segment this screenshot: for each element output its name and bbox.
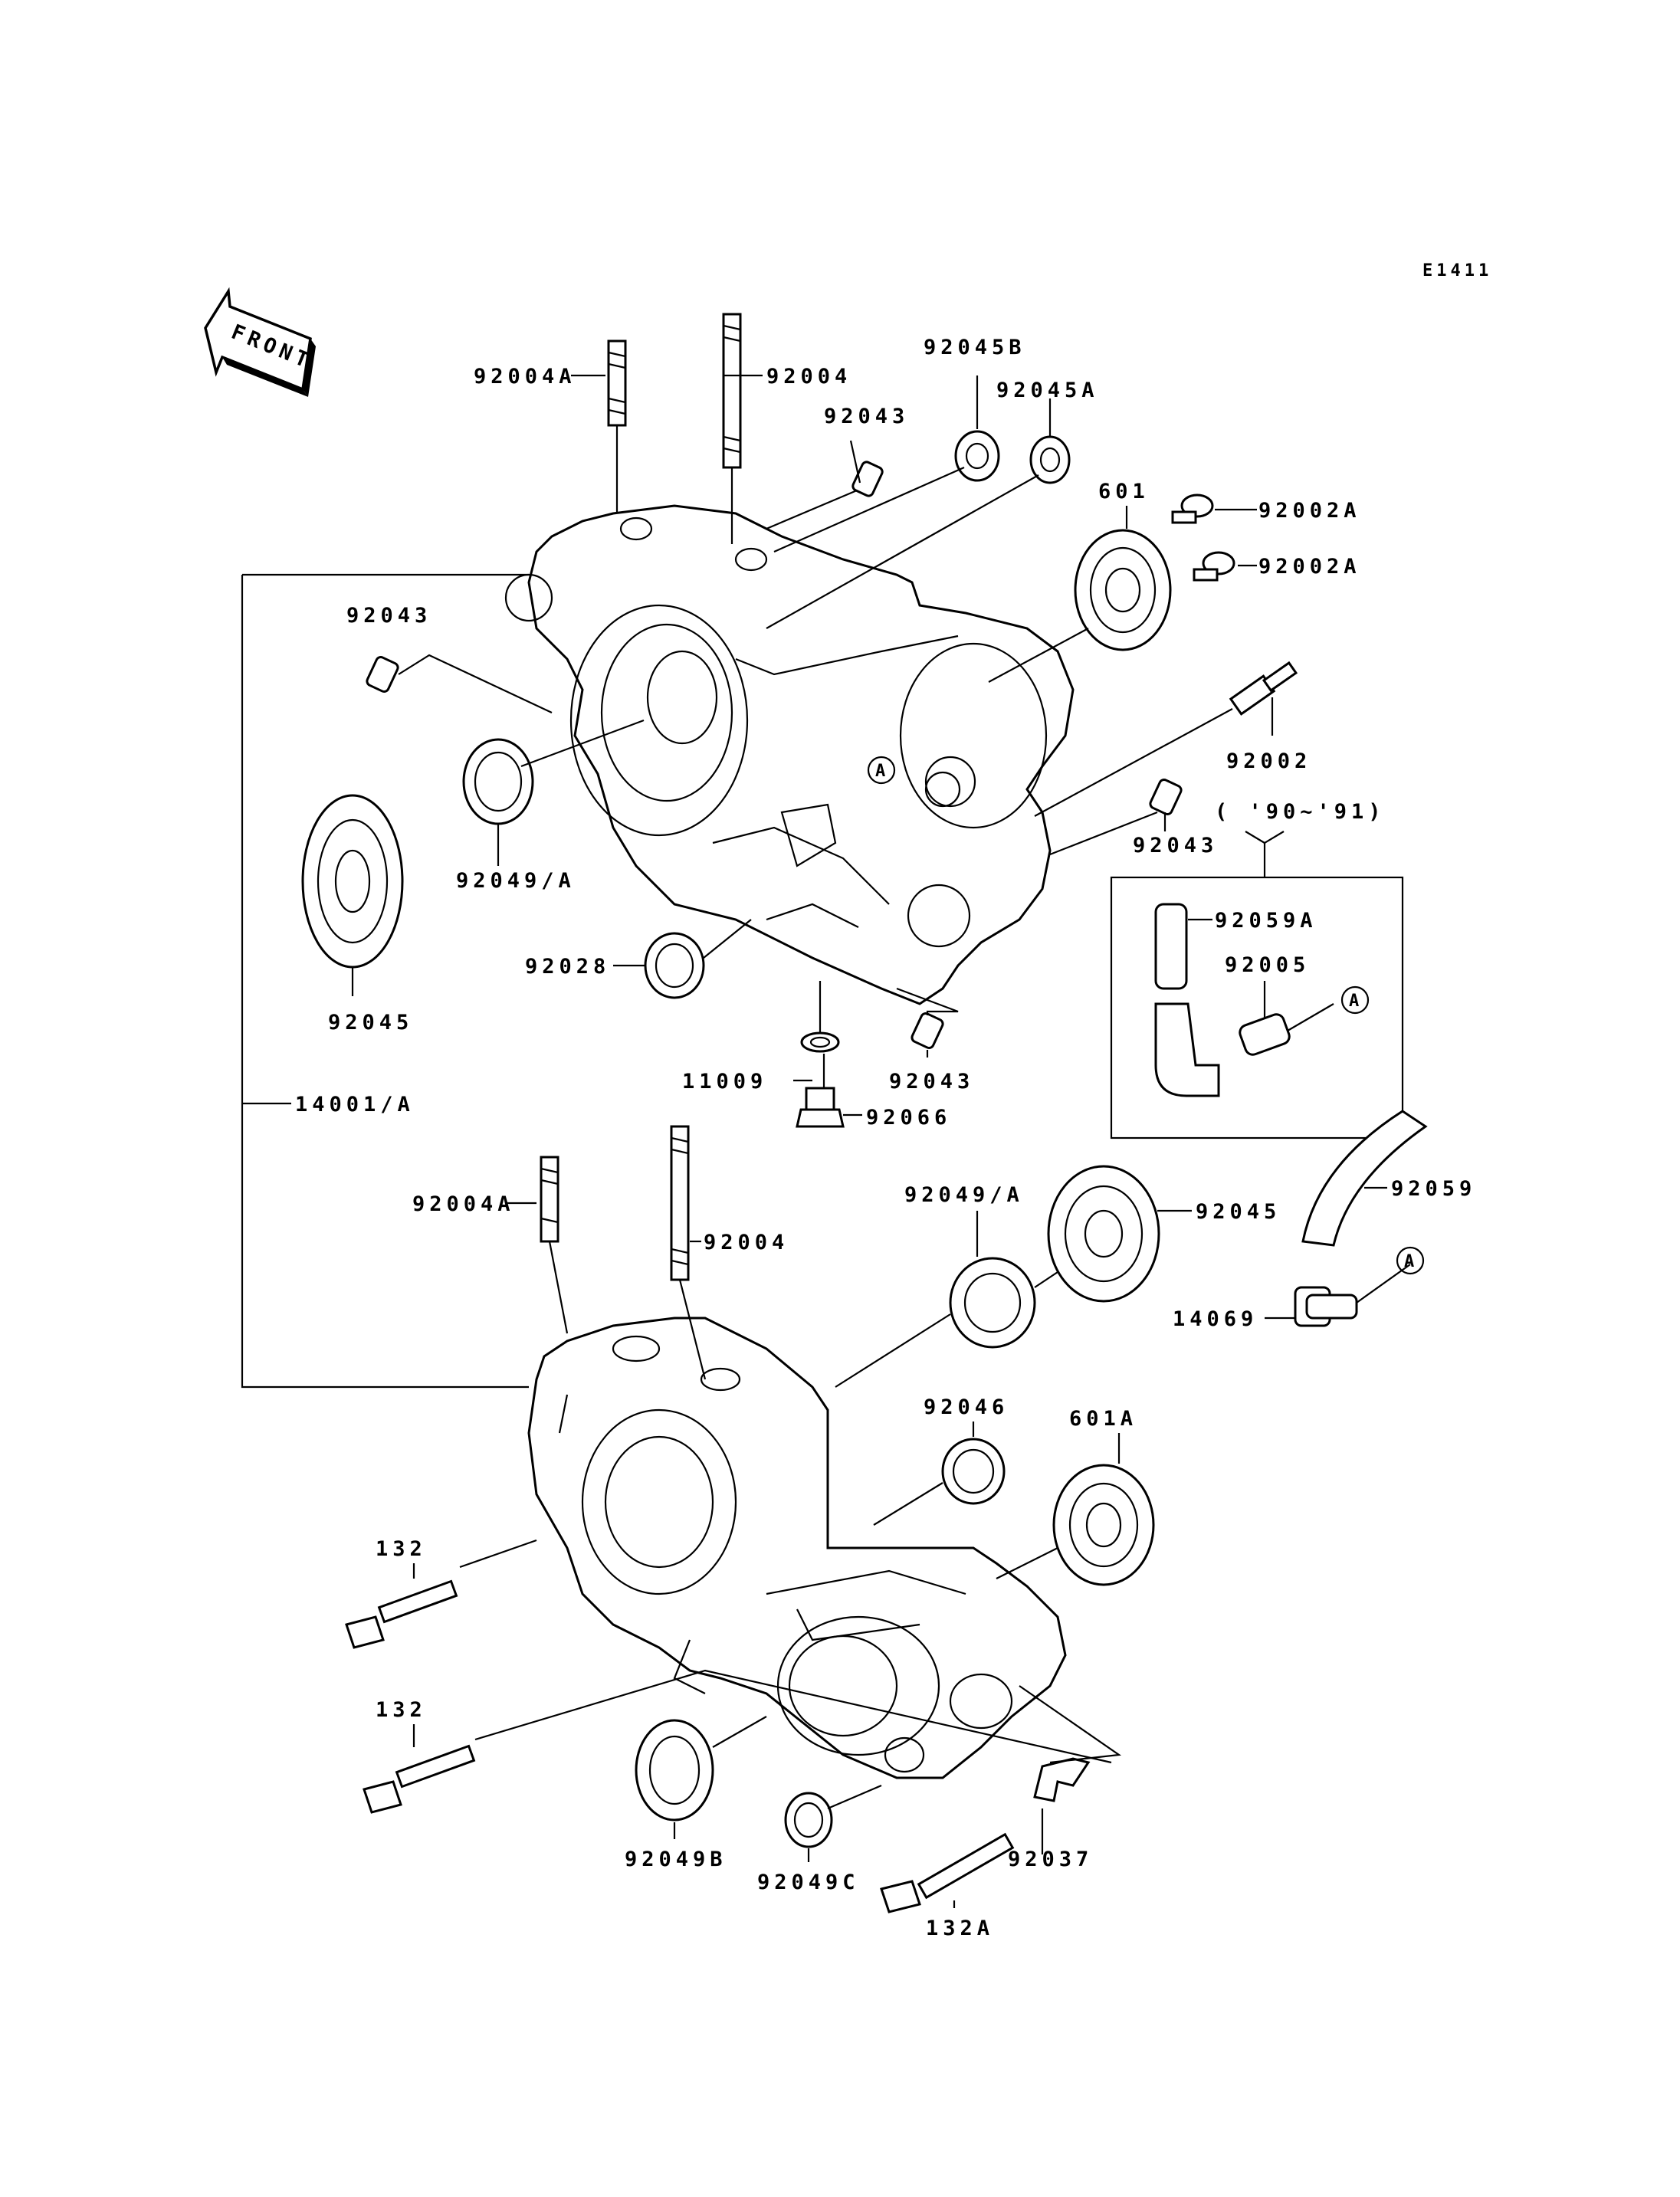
label-92004-lower: 92004 (704, 1231, 789, 1254)
bolt-92002A-2 (1193, 551, 1235, 582)
washer-11009 (800, 1031, 840, 1053)
hose-92059 (1301, 1110, 1428, 1247)
bearing-601 (1074, 529, 1172, 651)
label-92043-a: 92043 (824, 405, 909, 428)
dowel-92043-c (1149, 779, 1183, 815)
dowel-92043-b (366, 656, 399, 693)
label-92049C: 92049C (757, 1871, 860, 1894)
label-92005: 92005 (1225, 953, 1310, 977)
label-92045-upper: 92045 (328, 1011, 413, 1035)
hose-inset-box (1110, 876, 1404, 1139)
label-601: 601 (1098, 480, 1150, 503)
drain-plug-92066 (796, 1087, 845, 1128)
callout-a-fitting: A (1404, 1252, 1418, 1271)
label-92037: 92037 (1008, 1848, 1093, 1871)
label-14001A: 14001/A (295, 1093, 415, 1117)
bearing-92045B (954, 430, 1000, 482)
label-92028: 92028 (525, 955, 610, 979)
label-92002: 92002 (1226, 749, 1311, 773)
lower-crankcase-half (527, 1317, 1067, 1779)
bearing-601A (1052, 1464, 1155, 1586)
label-92059: 92059 (1391, 1177, 1476, 1201)
fitting-92002 (1229, 661, 1298, 716)
label-92004-upper: 92004 (766, 365, 851, 389)
bolt-132-a (345, 1579, 458, 1649)
label-92045-lower: 92045 (1196, 1200, 1281, 1224)
label-92004A-upper: 92004A (474, 365, 576, 389)
diagram-code: E1411 (1422, 261, 1492, 280)
seal-92049B (635, 1719, 714, 1822)
label-92002A-2: 92002A (1258, 555, 1361, 579)
label-14069: 14069 (1173, 1307, 1258, 1331)
seal-92049A-upper (462, 738, 534, 825)
label-11009: 11009 (682, 1070, 767, 1094)
front-arrow-icon: FRONT (204, 287, 316, 397)
stud-92004-lower (670, 1125, 690, 1281)
label-601A: 601A (1069, 1407, 1137, 1431)
label-132A: 132A (926, 1917, 994, 1940)
label-92049A-lower: 92049/A (904, 1183, 1024, 1207)
seal-92049A-lower (949, 1257, 1036, 1349)
label-92043-d: 92043 (889, 1070, 974, 1094)
label-132-a: 132 (376, 1537, 427, 1561)
bolt-132A (880, 1832, 1015, 1913)
bushing-92028 (644, 932, 705, 999)
label-132-b: 132 (376, 1698, 427, 1722)
clamp-92037 (1033, 1757, 1091, 1802)
label-year-note: ( '90~'91) (1215, 800, 1386, 824)
label-92002A-1: 92002A (1258, 499, 1361, 523)
bearing-92045-upper (301, 794, 404, 969)
label-92046: 92046 (924, 1395, 1009, 1419)
dowel-92043-d (911, 1012, 944, 1049)
callout-a-inset: A (1349, 992, 1363, 1011)
bearing-92045-lower (1047, 1165, 1160, 1303)
label-92049A-upper: 92049/A (456, 869, 576, 893)
needle-bearing-92046 (941, 1438, 1006, 1505)
label-92066: 92066 (866, 1106, 951, 1130)
bolt-92002A-1 (1171, 494, 1214, 524)
label-92004A-lower: 92004A (412, 1192, 515, 1216)
stud-92004A-lower (540, 1156, 559, 1243)
callout-a-upper: A (875, 762, 889, 781)
label-92043-b: 92043 (346, 604, 431, 628)
bolt-132-b (363, 1744, 476, 1814)
upper-crankcase-half: A (504, 504, 1075, 1005)
label-92059A: 92059A (1215, 909, 1317, 933)
stud-92004A-upper (607, 339, 627, 427)
label-92045A: 92045A (996, 379, 1099, 402)
label-92043-c: 92043 (1133, 834, 1218, 857)
leader-lines (241, 374, 1425, 1908)
stud-92004-upper (722, 313, 742, 469)
label-92045B: 92045B (924, 336, 1026, 359)
label-92049B: 92049B (625, 1848, 727, 1871)
fitting-14069 (1294, 1286, 1358, 1327)
seal-92049C (784, 1792, 833, 1848)
